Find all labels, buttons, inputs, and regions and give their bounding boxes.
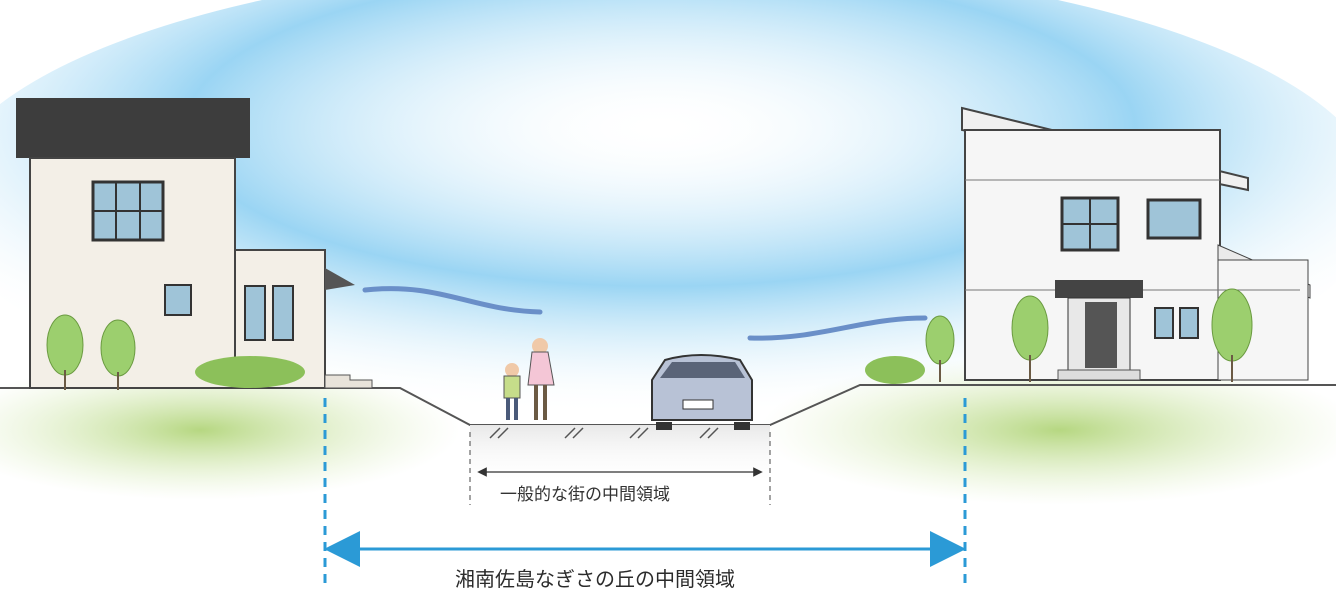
grass-right	[760, 355, 1336, 505]
shonan-sajima-zone-label: 湘南佐島なぎさの丘の中間領域	[455, 567, 735, 589]
grass-left	[0, 360, 460, 500]
left-house	[16, 98, 373, 390]
car	[651, 354, 753, 430]
general-town-zone-label: 一般的な街の中間領域	[500, 485, 670, 505]
swoosh-right	[747, 315, 928, 341]
swoosh-left	[362, 286, 543, 315]
pedestrians	[503, 338, 555, 420]
road-hatching	[489, 427, 719, 439]
right-house	[865, 106, 1311, 384]
road-surface	[470, 425, 770, 485]
